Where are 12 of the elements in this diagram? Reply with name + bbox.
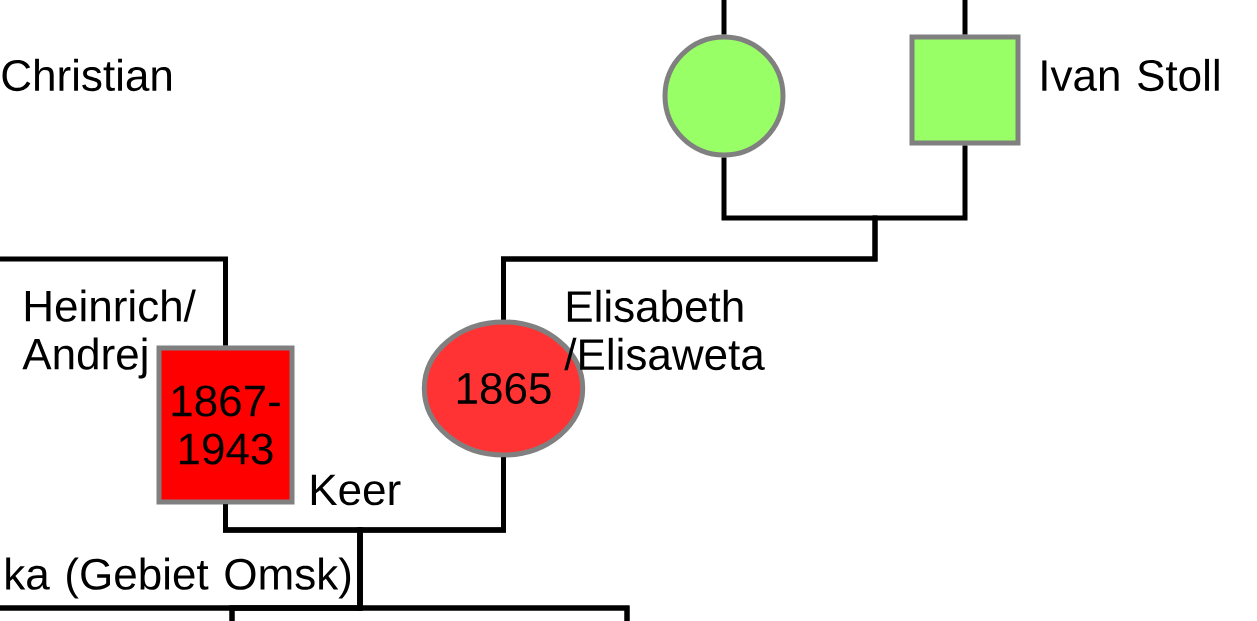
lineage-line [0, 256, 228, 346]
lineage-line [962, 0, 968, 35]
pedigree-circle [662, 34, 786, 158]
name-label: Ivan Stoll [1042, 58, 1219, 92]
lineage-line [721, 0, 727, 35]
lineage-line [357, 457, 630, 621]
pedigree-square [909, 34, 1021, 146]
name-label: Keer [311, 474, 401, 506]
lineage-line [501, 145, 968, 320]
place-label: ka (Gebiet Omsk) [6, 557, 351, 599]
name-label: Christian [2, 58, 171, 92]
pedigree-square: 1867-1943 [156, 345, 295, 505]
